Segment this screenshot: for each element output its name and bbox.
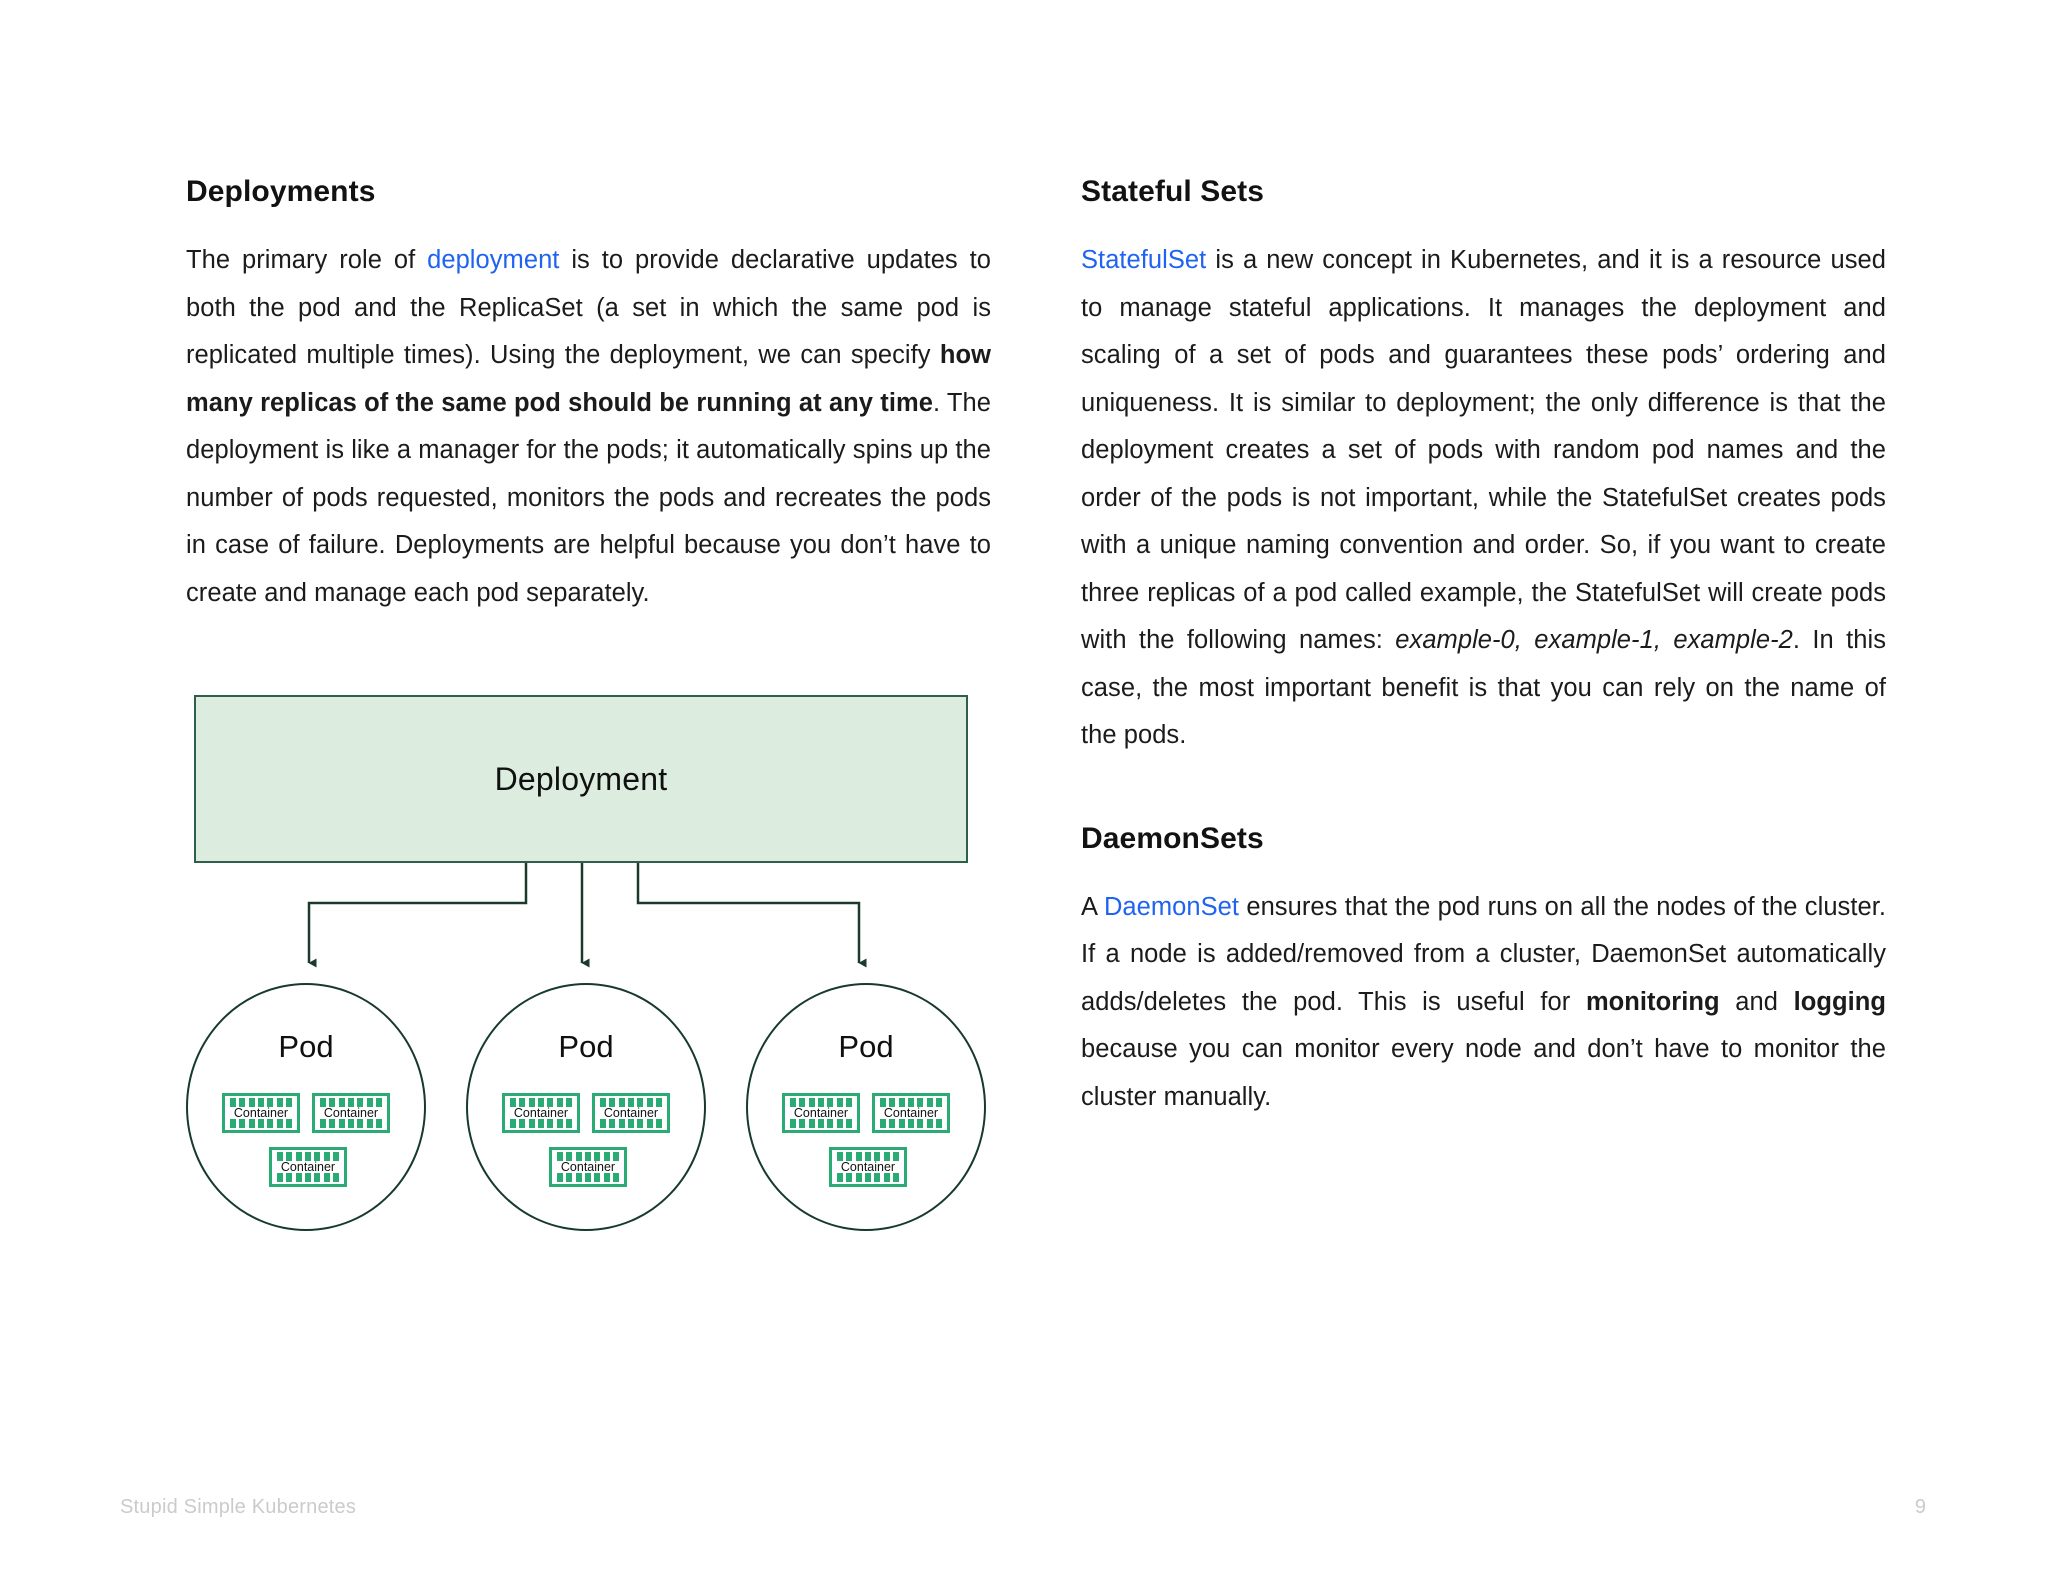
chip-pins-top [600, 1098, 662, 1107]
pods-row: Pod Container [186, 983, 986, 1231]
chip-pins-top [790, 1098, 852, 1107]
text-run: A [1081, 892, 1104, 921]
emphasis-replicas: how many replicas of the same pod should… [186, 341, 991, 417]
page-title-stateful-sets: Stateful Sets [1081, 175, 1265, 208]
container-chip-icon: Container [872, 1093, 950, 1133]
text-run: is a new concept in Kubernetes, and it i… [1081, 246, 1886, 654]
chip-pins-top [320, 1098, 382, 1107]
pod-node: Pod Container [746, 983, 986, 1231]
page-title-daemonsets: DaemonSets [1081, 821, 1264, 855]
text-run: is to provide declarative updates to bot… [186, 246, 991, 369]
chip-pins-bottom [600, 1119, 662, 1128]
container-chip-icon: Container [312, 1093, 390, 1133]
container-row: Container Container [468, 1093, 704, 1133]
text-run: and [1719, 987, 1794, 1016]
deployment-link[interactable]: deployment [427, 246, 560, 274]
pod-containers: Container Container [748, 1093, 984, 1187]
example-names: example-0, example-1, example-2 [1395, 626, 1793, 654]
chip-pins-bottom [557, 1173, 619, 1182]
container-label: Container [838, 1159, 898, 1174]
text-run: . The deployment is like a manager for t… [186, 388, 991, 607]
text-run: because you can monitor every node and d… [1081, 1035, 1886, 1111]
footer-book-title: Stupid Simple Kubernetes [120, 1496, 357, 1518]
left-column: Deployments The primary role of deployme… [186, 175, 991, 1235]
connector-arrows [307, 863, 867, 968]
page-footer: Stupid Simple Kubernetes 9 [0, 1462, 2048, 1582]
text-run: ensures that the pod runs on all the nod… [1081, 892, 1886, 1016]
deployment-diagram: Deployment Pod [186, 695, 986, 1235]
deployment-node-label: Deployment [494, 760, 668, 797]
pod-label: Pod [278, 1029, 334, 1064]
chip-pins-top [510, 1098, 572, 1107]
chip-pins-top [557, 1152, 619, 1161]
deployments-paragraph: The primary role of deployment is to pro… [186, 237, 991, 617]
container-label: Container [558, 1159, 618, 1174]
chip-pins-bottom [230, 1119, 292, 1128]
container-chip-icon: Container [222, 1093, 300, 1133]
chip-pins-bottom [790, 1119, 852, 1128]
container-row: Container Container [188, 1093, 424, 1133]
container-label: Container [601, 1105, 661, 1120]
chip-pins-bottom [837, 1173, 899, 1182]
container-chip-icon: Container [269, 1147, 347, 1187]
chip-pins-top [880, 1098, 942, 1107]
container-chip-icon: Container [502, 1093, 580, 1133]
chip-pins-bottom [510, 1119, 572, 1128]
right-column: Stateful Sets StatefulSet is a new conce… [1081, 175, 1886, 1235]
pod-label: Pod [838, 1029, 894, 1064]
container-row: Container [468, 1147, 704, 1187]
chip-pins-bottom [320, 1119, 382, 1128]
deployment-node: Deployment [194, 695, 968, 863]
text-run: The primary role of [186, 246, 428, 274]
container-label: Container [791, 1105, 851, 1120]
container-chip-icon: Container [592, 1093, 670, 1133]
chip-pins-top [277, 1152, 339, 1161]
pod-node: Pod Container [186, 983, 426, 1231]
two-column-layout: Deployments The primary role of deployme… [186, 175, 1886, 1235]
pod-containers: Container Container [468, 1093, 704, 1187]
daemonsets-paragraph: A DaemonSet ensures that the pod runs on… [1081, 884, 1886, 1122]
emphasis-logging: logging [1793, 987, 1886, 1016]
page-title-deployments: Deployments [186, 175, 376, 208]
stateful-sets-paragraph: StatefulSet is a new concept in Kubernet… [1081, 237, 1886, 760]
container-label: Container [881, 1105, 941, 1120]
chip-pins-top [837, 1152, 899, 1161]
container-chip-icon: Container [829, 1147, 907, 1187]
container-row: Container [188, 1147, 424, 1187]
container-chip-icon: Container [549, 1147, 627, 1187]
chip-pins-bottom [277, 1173, 339, 1182]
pod-label: Pod [558, 1029, 614, 1064]
footer-page-number: 9 [1914, 1496, 1926, 1518]
statefulset-link[interactable]: StatefulSet [1081, 246, 1207, 274]
container-row: Container [748, 1147, 984, 1187]
chip-pins-bottom [880, 1119, 942, 1128]
pod-containers: Container Container [188, 1093, 424, 1187]
daemonset-link[interactable]: DaemonSet [1103, 892, 1240, 921]
container-chip-icon: Container [782, 1093, 860, 1133]
chip-pins-top [230, 1098, 292, 1107]
pod-node: Pod Container [466, 983, 706, 1231]
emphasis-monitoring: monitoring [1585, 987, 1720, 1016]
container-label: Container [231, 1105, 291, 1120]
container-label: Container [321, 1105, 381, 1120]
container-label: Container [278, 1159, 338, 1174]
container-row: Container Container [748, 1093, 984, 1133]
container-label: Container [511, 1105, 571, 1120]
text-run: . In this case, the most important benef… [1081, 626, 1886, 749]
